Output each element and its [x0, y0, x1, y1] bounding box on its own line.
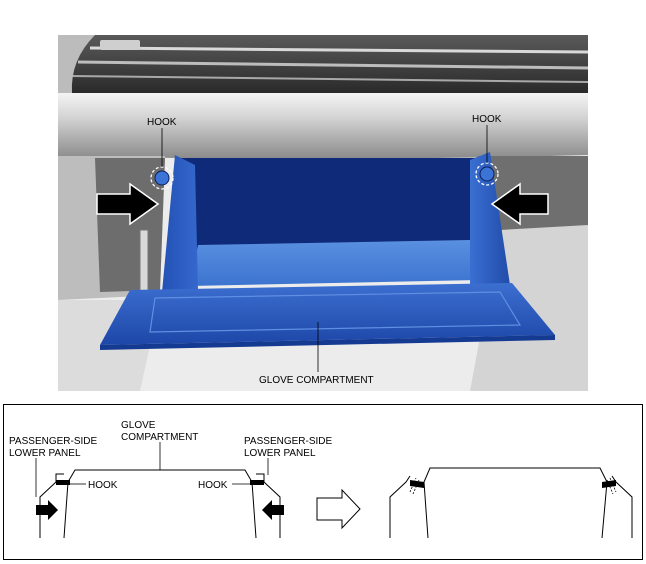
- hook-left-label: HOOK: [147, 117, 177, 128]
- right-panel-label-line2: LOWER PANEL: [244, 448, 316, 459]
- hook-right-label: HOOK: [472, 114, 502, 125]
- dashboard-left-corner: [58, 35, 95, 93]
- right-hook-icon: [479, 166, 495, 182]
- push-arrow-right-icon-schematic: [36, 500, 58, 520]
- dashboard-vent-slat: [69, 75, 589, 83]
- left-hook-dashed-icon: [409, 477, 420, 495]
- compartment-outline-after: [423, 467, 608, 539]
- left-panel-label-line1: PASSENGER-SIDE: [9, 436, 97, 447]
- push-arrow-right-icon: [96, 182, 160, 226]
- transition-arrow-icon: [316, 488, 361, 530]
- dashboard-clip: [100, 40, 140, 50]
- glove-compartment-lid-panel: [149, 291, 522, 333]
- dashboard-vent-slat: [89, 46, 589, 54]
- hook-left-label-schematic: HOOK: [88, 480, 118, 491]
- push-arrow-left-icon-schematic: [262, 500, 284, 520]
- dashboard-silver-panel: [58, 93, 588, 159]
- left-damper-strut: [139, 229, 149, 301]
- glove-label-line1: GLOVE: [121, 420, 156, 431]
- bottom-schematic: GLOVE COMPARTMENT PASSENGER-SIDE LOWER P…: [3, 404, 643, 560]
- left-hook-marker: [150, 166, 174, 190]
- schematic-frame: [3, 404, 643, 560]
- left-hook-icon: [154, 170, 170, 186]
- glove-compartment-right-wall: [470, 152, 510, 290]
- glove-label-line2: COMPARTMENT: [121, 432, 198, 443]
- right-lower-panel-outline-after: [611, 475, 633, 538]
- left-hook-icon-schematic: [56, 480, 70, 485]
- left-panel-label-line2: LOWER PANEL: [9, 448, 81, 459]
- right-hook-dashed-icon: [606, 477, 617, 495]
- glove-compartment-label: GLOVE COMPARTMENT: [259, 375, 374, 386]
- right-hook-icon-schematic: [250, 480, 264, 485]
- glove-compartment-interior: [178, 158, 478, 260]
- glove-compartment-front-lid: [100, 283, 555, 345]
- push-arrow-left-icon: [490, 182, 549, 226]
- glove-compartment-floor: [190, 240, 478, 286]
- right-hook-marker: [475, 162, 499, 186]
- left-lower-panel-outline-after: [389, 475, 411, 538]
- top-illustration: HOOK HOOK GLOVE COMPARTMENT: [58, 35, 589, 391]
- glove-compartment-left-wall: [162, 155, 198, 292]
- left-side-panel-shadow: [95, 158, 165, 292]
- hook-right-label-schematic: HOOK: [198, 480, 228, 491]
- right-panel-label-line1: PASSENGER-SIDE: [244, 436, 332, 447]
- dashboard-vent-slat: [77, 60, 589, 70]
- glove-compartment-lid-edge: [100, 335, 555, 350]
